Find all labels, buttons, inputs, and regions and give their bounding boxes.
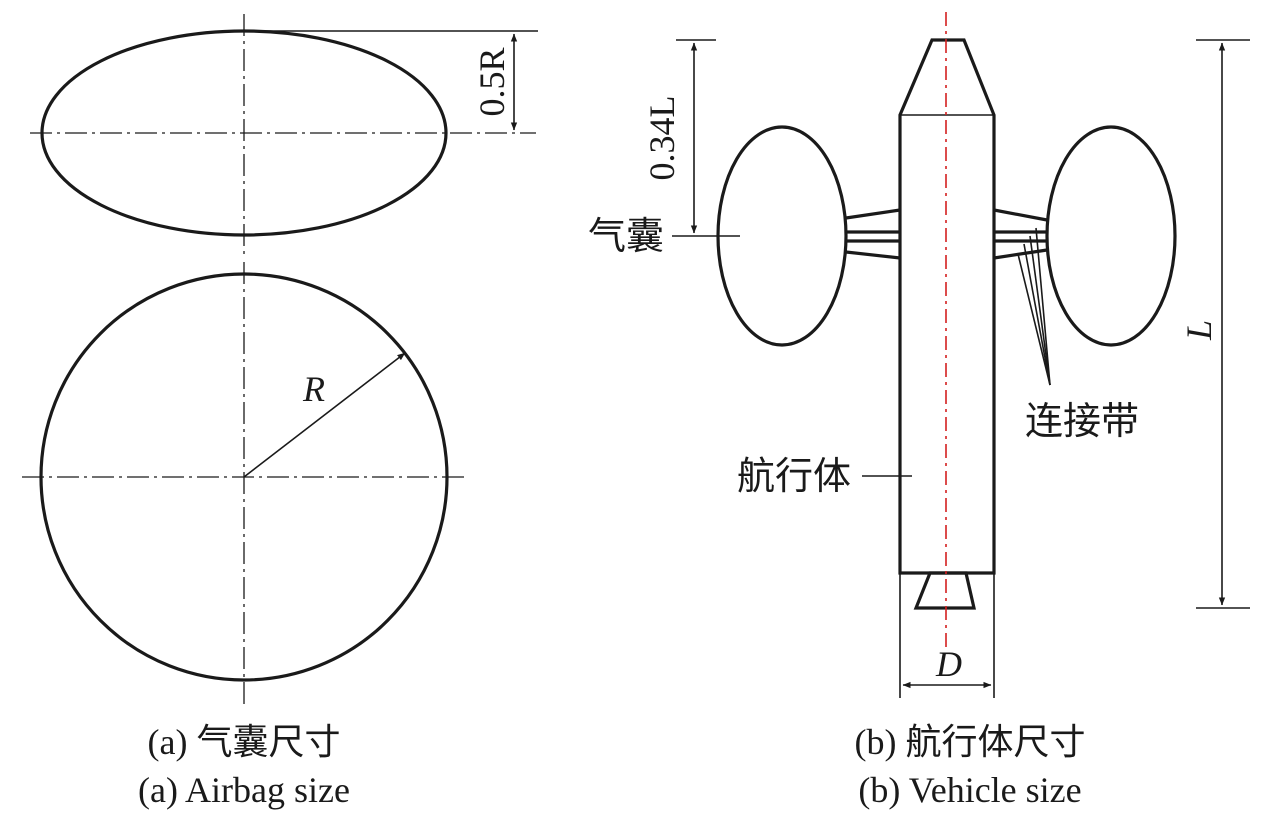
airbag-label: 气囊 [588,216,664,258]
right-airbag [1045,125,1177,347]
vehicle-tail-nozzle [913,571,977,610]
strap-label: 连接带 [1025,401,1139,443]
dim-0-34l-label: 0.34L [642,96,682,181]
strap-leader-lines [1017,227,1051,386]
radius-arrow [243,352,406,478]
dim-d-label: D [935,644,962,684]
panel-b-vehicle-size: 气囊 0.34L 连接带 航行体 L D (b) 航行体尺寸 (b) Vehic… [588,12,1250,810]
vehicle-body [898,38,996,575]
left-straps [845,208,901,260]
vehicle-label: 航行体 [737,456,851,498]
panel-a-airbag-size: 0.5R R (a) 气囊尺寸 (a) Airbag size [22,14,538,810]
caption-b-en: (b) Vehicle size [858,770,1081,810]
caption-a-cn: (a) 气囊尺寸 [148,722,341,762]
caption-b-cn: (b) 航行体尺寸 [855,722,1086,762]
dim-l-label: L [1179,320,1219,341]
right-straps [993,208,1048,260]
radius-label: R [302,369,325,409]
dim-0-5r-label: 0.5R [472,47,512,116]
caption-a-en: (a) Airbag size [138,770,350,810]
